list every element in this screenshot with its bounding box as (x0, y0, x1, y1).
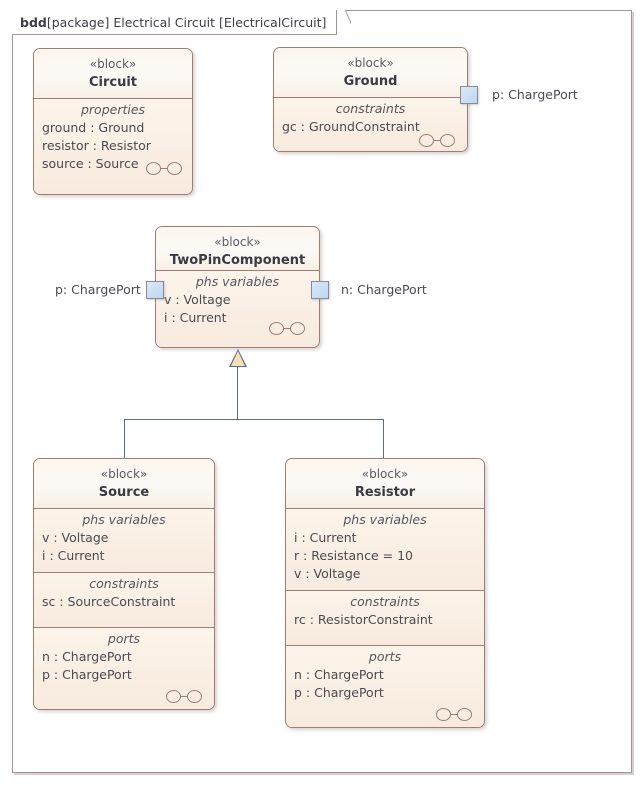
block-ground-compartment-constraints: constraints gc : GroundConstraint (274, 98, 467, 151)
compartment-item: r : Resistance = 10 (294, 548, 413, 563)
constraint-oval-icon (269, 322, 305, 335)
block-resistor-compartment-constraints: constraints rc : ResistorConstraint (286, 591, 484, 646)
block-circuit-stereotype: «block» (89, 57, 137, 71)
block-resistor-stereotype: «block» (361, 467, 409, 481)
compartment-title: properties (80, 102, 146, 117)
constraint-oval-icon (436, 708, 472, 721)
compartment-title: constraints (335, 101, 406, 116)
compartment-item: i : Current (294, 530, 357, 545)
compartment-item: i : Current (42, 548, 105, 563)
block-ground-stereotype: «block» (347, 56, 394, 70)
compartment-item: i : Current (164, 310, 227, 325)
block-twopincomponent-name: TwoPinComponent (169, 253, 306, 268)
constraint-oval-icon (146, 162, 182, 175)
block-twopincomponent-compartment-phsvariables: phs variables v : Voltage i : Current (156, 271, 319, 347)
compartment-item: v : Voltage (42, 530, 109, 545)
block-circuit[interactable]: «block» Circuit properties ground : Grou… (33, 48, 193, 195)
block-source-stereotype: «block» (100, 467, 148, 481)
constraint-oval-icon (166, 690, 202, 703)
block-source-name: Source (98, 485, 150, 500)
compartment-title: constraints (350, 594, 420, 609)
block-ground-header: «block» Ground (274, 48, 467, 98)
diagram-frame-label: bdd[package] Electrical Circuit [Electri… (12, 10, 338, 35)
diagram-frame-tab-corner (337, 10, 351, 35)
compartment-item: resistor : Resistor (42, 138, 151, 153)
compartment-title: phs variables (343, 512, 427, 527)
port-ground-p[interactable] (460, 86, 478, 104)
block-twopincomponent[interactable]: «block» TwoPinComponent phs variables v … (155, 226, 320, 348)
compartment-title: ports (368, 649, 402, 664)
compartment-item: p : ChargePort (42, 667, 132, 682)
constraint-oval-icon (419, 134, 455, 147)
diagram-title-label: [package] Electrical Circuit [Electrical… (46, 15, 327, 30)
block-circuit-compartment-properties: properties ground : Ground resistor : Re… (34, 99, 192, 194)
compartment-title: ports (107, 631, 141, 646)
port-label-twopincomponent-n: n: ChargePort (341, 282, 427, 297)
block-source-compartment-constraints: constraints sc : SourceConstraint (34, 573, 214, 628)
port-label-twopincomponent-p: p: ChargePort (55, 282, 141, 297)
compartment-item: n : ChargePort (294, 667, 384, 682)
port-twopincomponent-p[interactable] (146, 281, 164, 299)
compartment-item: sc : SourceConstraint (42, 594, 176, 609)
compartment-item: ground : Ground (42, 120, 145, 135)
diagram-kind-label: bdd (20, 15, 47, 30)
compartment-title: phs variables (82, 512, 166, 527)
block-ground-name: Ground (343, 74, 398, 89)
block-source-header: «block» Source (34, 459, 214, 509)
port-twopincomponent-n[interactable] (311, 281, 329, 299)
compartment-item: rc : ResistorConstraint (294, 612, 433, 627)
block-source-compartment-phsvariables: phs variables v : Voltage i : Current (34, 509, 214, 573)
block-resistor-header: «block» Resistor (286, 459, 484, 509)
compartment-item: v : Voltage (164, 292, 231, 307)
compartment-item: gc : GroundConstraint (282, 119, 420, 134)
compartment-item: v : Voltage (294, 566, 361, 581)
compartment-title: constraints (89, 576, 159, 591)
generalization-crossbar (124, 419, 384, 420)
block-source[interactable]: «block» Source phs variables v : Voltage… (33, 458, 215, 710)
block-ground[interactable]: «block» Ground constraints gc : GroundCo… (273, 47, 468, 152)
generalization-branch-source (124, 419, 125, 459)
generalization-branch-resistor (383, 419, 384, 459)
generalization-stem (237, 367, 238, 420)
block-circuit-header: «block» Circuit (34, 49, 192, 99)
block-resistor-name: Resistor (354, 485, 416, 500)
port-label-ground-p: p: ChargePort (492, 87, 578, 102)
compartment-item: source : Source (42, 156, 139, 171)
block-source-compartment-ports: ports n : ChargePort p : ChargePort (34, 628, 214, 709)
block-resistor-compartment-ports: ports n : ChargePort p : ChargePort (286, 646, 484, 727)
block-resistor[interactable]: «block» Resistor phs variables i : Curre… (285, 458, 485, 728)
compartment-item: p : ChargePort (294, 685, 384, 700)
block-twopincomponent-stereotype: «block» (214, 235, 261, 249)
compartment-title: phs variables (195, 274, 280, 289)
compartment-item: n : ChargePort (42, 649, 132, 664)
block-resistor-compartment-phsvariables: phs variables i : Current r : Resistance… (286, 509, 484, 591)
block-twopincomponent-header: «block» TwoPinComponent (156, 227, 319, 271)
block-circuit-name: Circuit (88, 75, 138, 90)
